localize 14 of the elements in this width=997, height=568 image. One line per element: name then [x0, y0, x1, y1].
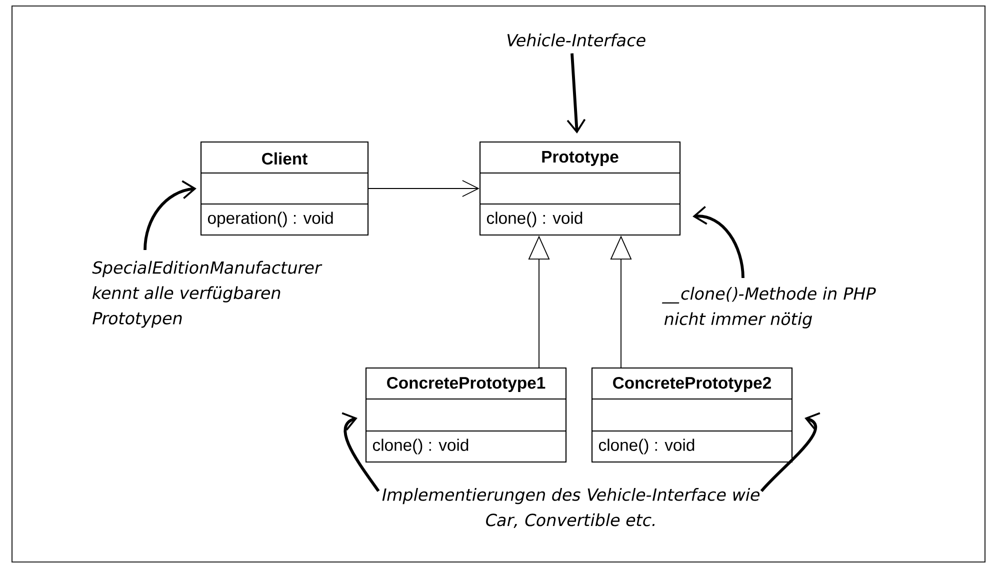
note-text: Implementierungen des Vehicle-Interface wie Car, Convertible etc. — [382, 488, 760, 528]
class-box: Client operation() : void — [200, 141, 369, 236]
leader-arrow — [144, 180, 196, 250]
class-box: ConcretePrototype1 clone() : void — [365, 367, 567, 463]
note-text: SpecialEditionManufacturer kennt alle verfügbaren Prototypen — [92, 260, 322, 328]
note-text: __clone()-Methode in PHP nicht immer nötig — [662, 286, 876, 328]
leader-arrow — [566, 53, 586, 134]
association-arrow — [368, 180, 480, 197]
note-text: Vehicle-Interface — [507, 34, 646, 46]
class-box: ConcretePrototype2 clone() : void — [591, 367, 793, 463]
leader-arrow — [342, 412, 380, 492]
leader-arrow — [760, 412, 820, 492]
class-box: Prototype clone() : void — [479, 141, 681, 236]
leader-arrow — [692, 206, 744, 278]
